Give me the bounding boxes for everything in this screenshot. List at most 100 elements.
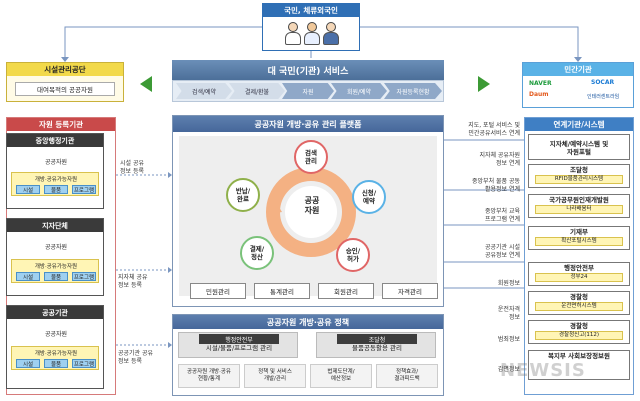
service-step: 자원등록현황 (384, 83, 442, 99)
chip-goods: 물품 (44, 185, 68, 194)
chip-program: 프로그램 (72, 359, 96, 368)
org-sub: 공공자원 (44, 331, 68, 338)
registration-title: 자원 등록기관 (7, 118, 115, 131)
chip-goods: 물품 (44, 272, 68, 281)
linked-sub: 경찰청신고(112) (535, 331, 623, 340)
naver-logo: NAVER (529, 80, 552, 87)
linked-name: 지자체/예약시스템 및 자원포털 (549, 139, 609, 156)
right-note: 지자체 공유자원 정보 연계 (479, 152, 520, 167)
org-local: 지자단체 공공자원 개방·공유가능자원 시설 물품 프로그램 (6, 218, 104, 296)
service-step: 회원/예약 (331, 83, 387, 99)
facility-box: 시설관리공단 대여목적의 공공자원 (6, 62, 124, 102)
org-box-title: 개방·공유가능자원 (34, 351, 78, 357)
platform-title: 공공자원 개방·공유 관리 플랫폼 (173, 116, 443, 132)
facility-item: 대여목적의 공공자원 (15, 82, 115, 96)
org-name: 중앙행정기관 (7, 134, 103, 147)
org-name: 지자단체 (7, 219, 103, 232)
linked-sub: RFID물품관리시스템 (535, 175, 623, 184)
org-public: 공공기관 공공자원 개방·공유가능자원 시설 물품 프로그램 (6, 305, 104, 389)
org-central: 중앙행정기관 공공자원 개방·공유가능자원 시설 물품 프로그램 (6, 133, 104, 209)
service-step: 자원 (282, 83, 334, 99)
private-title: 민간기관 (523, 63, 633, 76)
linked-name: 국가공무원인재개발원 (549, 196, 609, 204)
right-note: 회원정보 (497, 280, 520, 287)
service-step: 결제/환불 (229, 83, 285, 99)
chip-facility: 시설 (16, 359, 40, 368)
left-note: 시설 공유 정보 등록 (120, 160, 144, 175)
mgmt-complaints: 민원관리 (190, 283, 246, 299)
citizen-title: 국민, 체류외국인 (263, 4, 359, 17)
linked-name: 경찰청 (570, 322, 588, 330)
function-payment: 결제/ 정산 (240, 236, 274, 270)
policy-org-text: 시설/물품/프로그램 관리 (205, 344, 273, 352)
watermark: NEWSIS (500, 360, 586, 381)
chip-facility: 시설 (16, 185, 40, 194)
person-icon (285, 22, 301, 46)
line-citizen-facility (64, 26, 262, 60)
function-apply: 신청/ 예약 (352, 180, 386, 214)
linked-box: 행정안전부 정부24 (528, 262, 630, 286)
policy-item: 법제도단계/ 예산정보 (310, 364, 372, 388)
linked-box: 기재부 확산포털시스템 (528, 226, 630, 250)
org-resource-box: 개방·공유가능자원 시설 물품 프로그램 (11, 346, 99, 370)
org-sub: 공공자원 (44, 244, 68, 251)
linked-name: 조달청 (570, 166, 588, 174)
function-approve: 승인/ 허가 (336, 238, 370, 272)
right-note: 범죄정보 (497, 336, 520, 343)
socar-logo: SOCAR (591, 79, 615, 86)
org-resource-box: 개방·공유가능자원 시설 물품 프로그램 (11, 259, 99, 283)
policy-org-name: 행정안전부 (199, 334, 279, 344)
linked-box: 경찰청 경찰청신고(112) (528, 320, 630, 344)
left-note: 공공기관 공유 정보 등록 (118, 350, 154, 365)
linked-box: 복지부 사회보장정보원 (528, 350, 630, 380)
right-note: 중앙부처 물품 공동 활용정보 연계 (472, 178, 520, 193)
linked-name: 복지부 사회보장정보원 (547, 352, 611, 360)
policy-org: 조달청 물품공동활용 관리 (316, 332, 436, 358)
policy-item: 공공자원 개방·공유 현황/통계 (178, 364, 240, 388)
citizen-box: 국민, 체류외국인 (262, 3, 360, 51)
linked-box: 경찰청 운전면허시스템 (528, 291, 630, 315)
person-icon (323, 22, 339, 46)
right-note: 감면정보 (497, 366, 520, 373)
policy-item: 정책효과/ 결과피드백 (376, 364, 438, 388)
linked-box: 지자체/예약시스템 및 자원포털 (528, 134, 630, 160)
chip-program: 프로그램 (72, 185, 96, 194)
linked-sub: 정부24 (535, 273, 623, 282)
org-box-title: 개방·공유가능자원 (34, 177, 78, 183)
daum-logo: Daum (529, 91, 549, 98)
platform-panel: 공공자원 개방·공유 관리 플랫폼 (172, 115, 444, 307)
policy-org: 행정안전부 시설/물품/프로그램 관리 (178, 332, 298, 358)
right-note: 운전자격 정보 (497, 306, 520, 321)
org-resource-box: 개방·공유가능자원 시설 물품 프로그램 (11, 172, 99, 196)
function-return: 반납/ 완료 (226, 178, 260, 212)
linked-sub: 확산포털시스템 (535, 237, 623, 246)
chip-program: 프로그램 (72, 272, 96, 281)
service-title: 대 국민(기관) 서비스 (172, 60, 444, 80)
function-search: 검색 관리 (294, 140, 328, 174)
org-sub: 공공자원 (44, 159, 68, 166)
linked-title: 연계기관/시스템 (525, 118, 633, 131)
mgmt-qualification: 자격관리 (382, 283, 438, 299)
green-arrows (140, 76, 490, 92)
linked-name: 행정안전부 (564, 264, 594, 272)
right-note: 중앙부처 교육 프로그램 연계 (484, 208, 520, 223)
private-sector-box: 민간기관 NAVER SOCAR Daum 인테러센트라임 (522, 62, 634, 108)
line-citizen-private (360, 26, 579, 60)
mgmt-stats: 통계관리 (254, 283, 310, 299)
core-resource-label: 공공 자원 (304, 196, 320, 215)
linked-box: 조달청 RFID물품관리시스템 (528, 164, 630, 188)
green-arrow-left-icon (140, 76, 152, 92)
chip-facility: 시설 (16, 272, 40, 281)
linked-name: 경찰청 (570, 293, 588, 301)
person-icon (304, 22, 320, 46)
cityoffice-logo: 인테러센트라임 (587, 94, 620, 100)
policy-title: 공공자원 개방·공유 정책 (173, 315, 443, 329)
right-note: 공공기관 시설 공유정보 연계 (484, 244, 520, 259)
linked-box: 국가공무원인재개발원 나라배움터 (528, 194, 630, 218)
chip-goods: 물품 (44, 359, 68, 368)
left-note: 지자체 공유 정보 등록 (118, 274, 148, 289)
right-note: 지도, 포털 서비스 및 민간공유서비스 연계 (468, 122, 520, 137)
